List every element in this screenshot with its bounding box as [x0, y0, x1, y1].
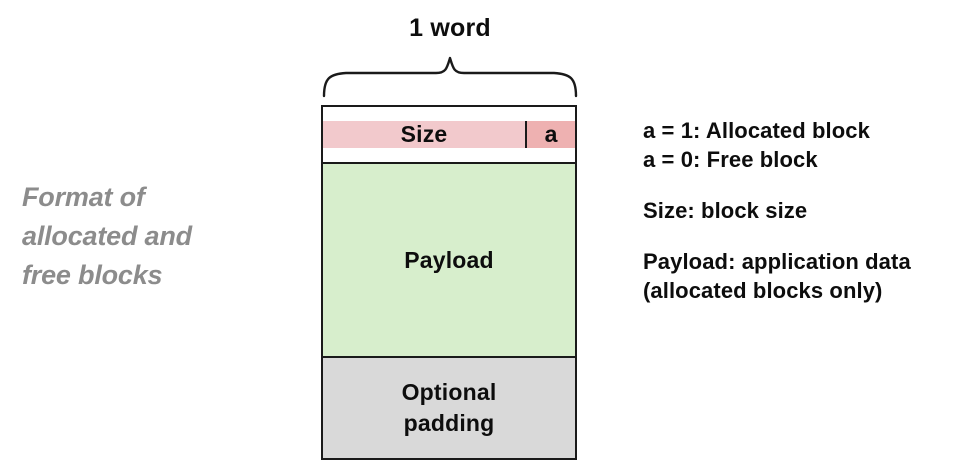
size-field-cell: Size — [323, 121, 527, 148]
legend-group-payload: Payload: application data (allocated blo… — [643, 247, 963, 305]
left-label-line-1: Format of — [22, 182, 145, 212]
block-header-row: Size a — [323, 107, 575, 164]
one-word-caption: 1 word — [409, 14, 491, 42]
figure-left-label: Format of allocated and free blocks — [22, 178, 292, 295]
legend-line-a-equals-0: a = 0: Free block — [643, 147, 818, 172]
memory-block-diagram: Size a Payload Optional padding — [321, 105, 577, 460]
curly-brace-up-icon — [322, 56, 578, 98]
alloc-flag-cell: a — [527, 121, 575, 148]
left-label-line-2: allocated and — [22, 221, 192, 251]
payload-cell: Payload — [323, 164, 575, 358]
padding-line-1: Optional — [401, 379, 497, 405]
legend-group-alloc-flag: a = 1: Allocated block a = 0: Free block — [643, 116, 963, 174]
legend-line-size: Size: block size — [643, 198, 808, 223]
legend-text-block: a = 1: Allocated block a = 0: Free block… — [643, 116, 963, 305]
legend-line-payload: Payload: application data — [643, 249, 911, 274]
legend-line-a-equals-1: a = 1: Allocated block — [643, 118, 870, 143]
legend-line-payload-note: (allocated blocks only) — [643, 278, 883, 303]
optional-padding-cell: Optional padding — [323, 358, 575, 458]
left-label-line-3: free blocks — [22, 260, 163, 290]
padding-line-2: padding — [403, 410, 495, 436]
legend-group-size: Size: block size — [643, 196, 963, 225]
